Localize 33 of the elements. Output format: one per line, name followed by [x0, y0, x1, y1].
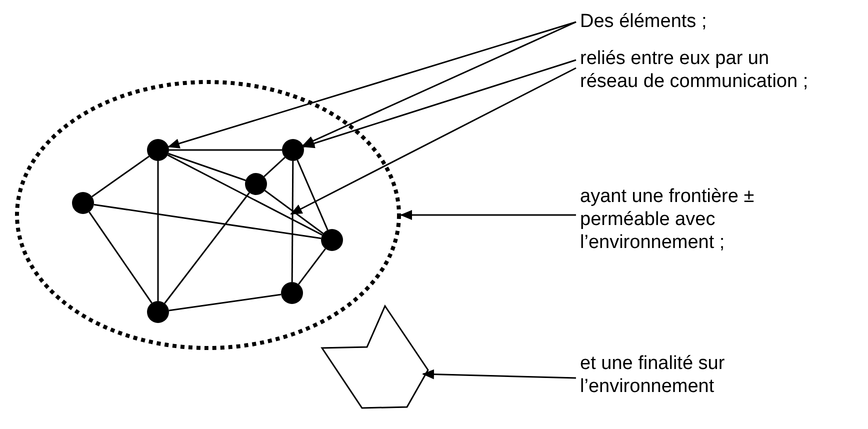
network-link	[167, 154, 323, 236]
annotation-text: reliés entre eux par un réseau de communication ;	[580, 47, 810, 93]
network-link	[92, 156, 150, 198]
element-dot	[147, 139, 169, 161]
arrow	[290, 67, 576, 215]
arrow	[302, 59, 576, 148]
network-link	[164, 192, 250, 304]
network-link	[296, 160, 328, 230]
network-link	[157, 161, 159, 301]
pentagon-shape	[320, 304, 430, 410]
network-link	[291, 161, 294, 282]
annotation-text: et une finalité sur l’environnement	[580, 352, 726, 398]
network-link	[298, 248, 326, 285]
element-dot	[147, 301, 169, 323]
element-dot	[321, 229, 343, 251]
element-dot	[281, 282, 303, 304]
element-dot	[72, 192, 94, 214]
network-link	[94, 204, 322, 240]
element-dot	[282, 139, 304, 161]
network-link	[264, 156, 286, 178]
network-link	[169, 149, 282, 151]
element-dot	[245, 173, 267, 195]
network-link	[88, 212, 152, 304]
annotation-text: Des éléments ;	[580, 10, 708, 33]
arrow	[400, 210, 576, 220]
dotted-boundary-ellipse	[15, 80, 401, 350]
arrow	[168, 21, 576, 148]
arrow	[302, 21, 576, 146]
network-link	[264, 190, 324, 234]
network-link	[168, 152, 246, 182]
arrow	[422, 369, 576, 380]
network-link	[168, 294, 282, 312]
annotation-text: ayant une frontière ± perméable avec l’environnement ;	[580, 185, 756, 254]
